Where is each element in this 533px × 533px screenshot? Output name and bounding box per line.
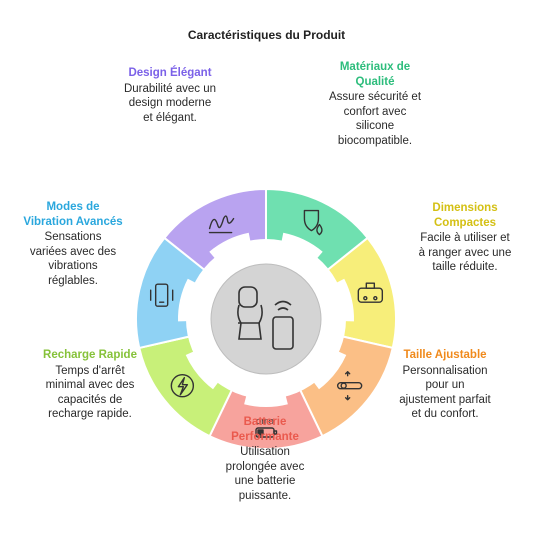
feature-title-line: Modes de	[46, 201, 100, 213]
feature-title-line: Performante	[231, 430, 299, 443]
battery-icon-label: omo	[256, 416, 274, 426]
ring-tooth	[279, 232, 323, 267]
ring-tooth	[178, 278, 206, 322]
feature-materiaux: Matériaux de Qualité Assure sécurité et co…	[300, 60, 450, 148]
feature-title-line: Vibration Avancés	[23, 215, 123, 228]
feature-title-line: Batterie	[243, 416, 287, 428]
feature-desc-line: capacités de	[57, 393, 123, 406]
feature-desc-line: à ranger avec une	[418, 246, 512, 259]
compact-device-icon	[357, 282, 384, 303]
signature-icon	[208, 215, 235, 234]
feature-taille-title: Taille Ajustable	[375, 348, 515, 363]
feature-modes-title: Modes de Vibration Avancés	[8, 200, 138, 229]
feature-desc-line: prolongée avec	[225, 460, 305, 473]
feature-desc-line: réglables.	[48, 274, 98, 287]
shield-drop-icon	[303, 209, 323, 236]
feature-dimensions-desc: Facile à utiliser et à ranger avec une tai…	[400, 231, 530, 275]
feature-design-title: Design Élégant	[95, 66, 245, 81]
feature-desc-line: confort avec	[343, 105, 407, 118]
feature-desc-line: design moderne	[128, 97, 212, 109]
product-phone-icon	[237, 286, 294, 350]
feature-desc-line: puissante.	[238, 489, 292, 502]
feature-design: Design Élégant Durabilité avec un design …	[95, 66, 245, 125]
ring-tooth	[209, 232, 253, 267]
feature-materiaux-title: Matériaux de Qualité	[300, 60, 450, 89]
feature-desc-line: silicone	[355, 120, 395, 132]
vibrating-phone-icon	[149, 283, 174, 307]
feature-modes-desc: Sensations variées avec des vibrations régl…	[8, 230, 138, 288]
feature-desc-line: une batterie	[234, 475, 296, 487]
feature-desc-line: minimal avec des	[45, 379, 135, 391]
feature-title-line: Recharge Rapide	[43, 349, 137, 361]
center-hub	[210, 263, 322, 375]
feature-title-line: Taille Ajustable	[403, 349, 487, 361]
ring-tooth	[326, 278, 354, 322]
feature-taille: Taille Ajustable Personnalisation pour un…	[375, 348, 515, 422]
feature-recharge-title: Recharge Rapide	[20, 348, 160, 363]
fast-charge-icon	[170, 374, 195, 398]
feature-title-line: Matériaux de	[339, 61, 411, 73]
feature-desc-line: Sensations	[44, 231, 102, 243]
feature-recharge-desc: Temps d'arrêt minimal avec des capacités d…	[20, 364, 160, 422]
feature-desc-line: Personnalisation	[402, 364, 488, 377]
diagram-title: Caractéristiques du Produit	[187, 28, 346, 42]
feature-desc-line: taille réduite.	[432, 261, 498, 273]
feature-desc-line: recharge rapide.	[48, 408, 132, 420]
feature-materiaux-desc: Assure sécurité et confort avec silicone bi…	[300, 90, 450, 148]
feature-desc-line: Facile à utiliser et	[420, 232, 510, 244]
feature-desc-line: biocompatible.	[337, 134, 413, 147]
battery-icon	[255, 427, 278, 438]
feature-desc-line: pour un	[425, 379, 465, 391]
feature-title-line: Qualité	[355, 75, 395, 88]
feature-batterie-desc: Utilisation prolongée avec une batterie pui…	[195, 445, 335, 503]
feature-desc-line: Temps d'arrêt	[55, 364, 125, 377]
feature-title-line: Design Élégant	[128, 67, 212, 79]
ring-tooth	[244, 384, 288, 408]
feature-desc-line: ajustement parfait	[399, 393, 491, 406]
feature-title-line: Compactes	[434, 216, 496, 229]
feature-desc-line: vibrations	[48, 260, 98, 272]
feature-modes: Modes de Vibration Avancés Sensations vari…	[8, 200, 138, 288]
ring-tooth	[185, 346, 226, 390]
feature-desc-line: Durabilité avec un	[123, 82, 217, 95]
feature-title-line: Dimensions	[432, 202, 498, 214]
feature-desc-line: variées avec des	[29, 245, 117, 258]
ring-tooth	[306, 346, 347, 390]
feature-desc-line: Assure sécurité et	[328, 91, 422, 103]
feature-desc-line: Utilisation	[240, 446, 290, 458]
feature-desc-line: et du confort.	[411, 408, 479, 420]
feature-desc-line: et élégant.	[143, 111, 197, 124]
feature-recharge: Recharge Rapide Temps d'arrêt minimal ave…	[20, 348, 160, 422]
adjust-slider-icon	[336, 371, 363, 401]
feature-design-desc: Durabilité avec un design moderne et éléga…	[95, 82, 245, 126]
feature-taille-desc: Personnalisation pour un ajustement parfai…	[375, 364, 515, 422]
